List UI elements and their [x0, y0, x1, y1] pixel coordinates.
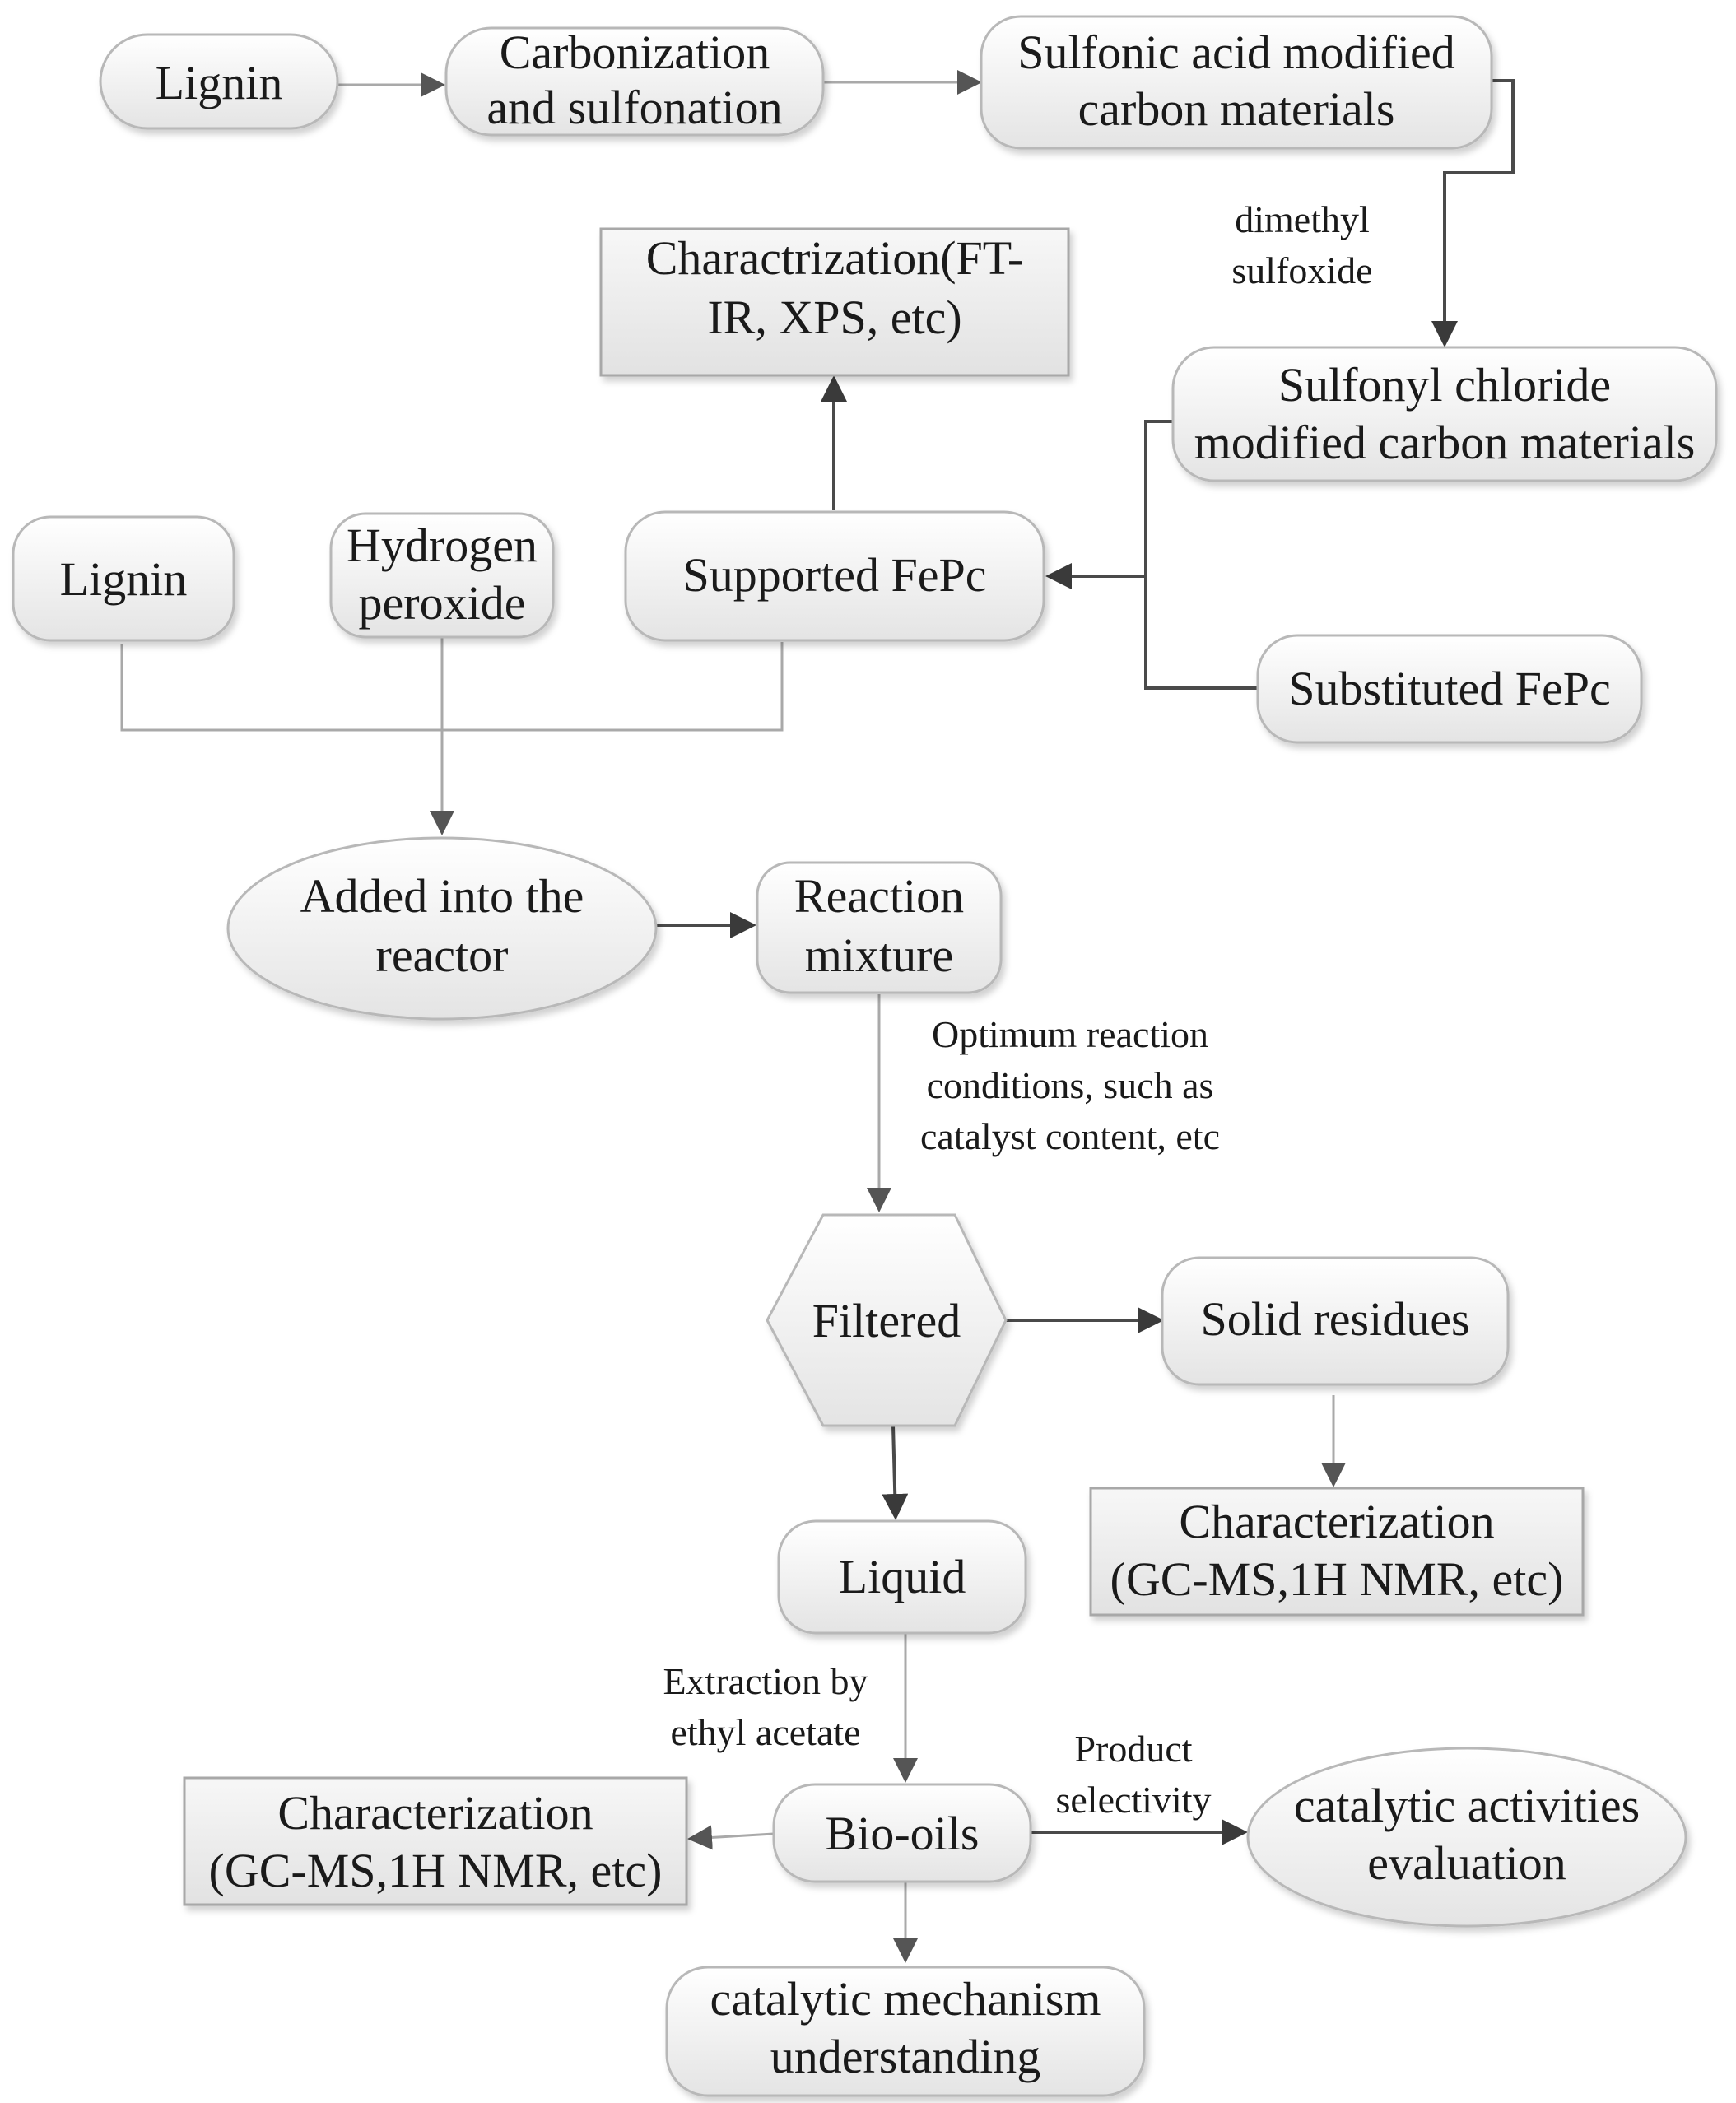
node-bio-oils-label: Bio-oils [826, 1807, 980, 1860]
node-filtered: Filtered [766, 1213, 1008, 1427]
node-mechanism-line2: understanding [770, 2030, 1041, 2083]
arrow-biooils-to-characterization [687, 1825, 775, 1850]
node-characterization-solid-line1: Characterization [1179, 1495, 1494, 1548]
edge-label-extraction-line1: Extraction by [663, 1660, 868, 1702]
node-catalytic-mechanism: catalytic mechanism understanding [665, 1966, 1146, 2097]
node-lignin-top: Lignin [99, 33, 339, 130]
node-characterization-bio-line1: Characterization [277, 1786, 593, 1840]
connectors [120, 70, 1515, 1963]
node-sulfonyl-line2: modified carbon materials [1194, 416, 1696, 469]
edge-label-optimum-line2: conditions, such as [927, 1064, 1214, 1106]
node-charactrization-ftir-line2: IR, XPS, etc) [707, 291, 961, 344]
node-characterization-bio-line2: (GC-MS,1H NMR, etc) [209, 1844, 663, 1897]
node-carbonization-line1: Carbonization [500, 26, 770, 79]
node-catalytic-activities: catalytic activities evaluation [1246, 1747, 1687, 1928]
node-substituted-fepc: Substituted FePc [1256, 634, 1643, 744]
node-reaction-mixture: Reaction mixture [756, 861, 1003, 994]
node-supported-fepc: Supported FePc [624, 510, 1045, 642]
edge-label-extraction-line2: ethyl acetate [670, 1711, 860, 1753]
edge-label-optimum-line3: catalyst content, etc [920, 1115, 1220, 1157]
node-bio-oils: Bio-oils [772, 1783, 1032, 1883]
node-added-line1: Added into the [300, 869, 584, 923]
node-lignin-mid: Lignin [12, 515, 235, 642]
node-carbonization-line2: and sulfonation [486, 81, 782, 134]
node-hydrogen-peroxide: Hydrogen peroxide [329, 512, 555, 639]
node-sulfonic-line2: carbon materials [1078, 82, 1395, 136]
node-solid-residues-label: Solid residues [1200, 1292, 1469, 1346]
edge-label-product-line2: selectivity [1055, 1779, 1211, 1821]
edge-label-product-line1: Product [1074, 1728, 1192, 1770]
node-catalytic-activities-line2: evaluation [1367, 1836, 1566, 1890]
edge-label-dmso: dimethyl sulfoxide [1231, 198, 1372, 291]
node-carbonization: Carbonization and sulfonation [444, 26, 825, 137]
node-supported-fepc-label: Supported FePc [683, 548, 987, 602]
node-hydrogen-line1: Hydrogen [347, 519, 538, 572]
edge-label-dmso-line2: sulfoxide [1231, 249, 1372, 291]
node-charactrization-ftir: Charactrization(FT- IR, XPS, etc) [599, 227, 1070, 377]
node-sulfonyl-line1: Sulfonyl chloride [1278, 358, 1611, 412]
node-liquid: Liquid [777, 1519, 1027, 1635]
node-characterization-solid-line2: (GC-MS,1H NMR, etc) [1110, 1552, 1564, 1606]
arrow-sulfonic-to-sulfonyl [1431, 79, 1515, 347]
node-mechanism-line1: catalytic mechanism [710, 1972, 1101, 2026]
node-hydrogen-line2: peroxide [359, 576, 526, 630]
node-charactrization-ftir-line1: Charactrization(FT- [646, 231, 1023, 285]
node-reaction-line1: Reaction [794, 869, 964, 923]
node-characterization-bio: Characterization (GC-MS,1H NMR, etc) [183, 1776, 688, 1906]
node-solid-residues: Solid residues [1161, 1256, 1510, 1386]
connector-lignin-merge [120, 642, 784, 732]
node-lignin-mid-label: Lignin [60, 552, 188, 606]
node-catalytic-activities-line1: catalytic activities [1294, 1779, 1640, 1832]
node-sulfonic-line1: Sulfonic acid modified [1017, 26, 1455, 79]
node-filtered-label: Filtered [812, 1294, 961, 1347]
edge-label-product: Product selectivity [1055, 1728, 1211, 1821]
node-liquid-label: Liquid [839, 1550, 966, 1603]
edge-label-optimum-line1: Optimum reaction [932, 1013, 1208, 1055]
node-lignin-top-label: Lignin [156, 56, 283, 109]
node-added-into-reactor: Added into the reactor [226, 836, 658, 1021]
node-added-line2: reactor [376, 928, 509, 982]
node-reaction-line2: mixture [805, 928, 953, 982]
node-sulfonic-acid: Sulfonic acid modified carbon materials [980, 15, 1493, 150]
edge-label-dmso-line1: dimethyl [1235, 198, 1370, 240]
node-substituted-fepc-label: Substituted FePc [1288, 662, 1611, 715]
edge-label-extraction: Extraction by ethyl acetate [663, 1660, 868, 1753]
arrow-filtered-to-liquid [882, 1425, 909, 1520]
node-sulfonyl-chloride: Sulfonyl chloride modified carbon materi… [1171, 346, 1718, 482]
edge-label-optimum: Optimum reaction conditions, such as cat… [920, 1013, 1220, 1157]
node-characterization-solid: Characterization (GC-MS,1H NMR, etc) [1089, 1487, 1585, 1617]
